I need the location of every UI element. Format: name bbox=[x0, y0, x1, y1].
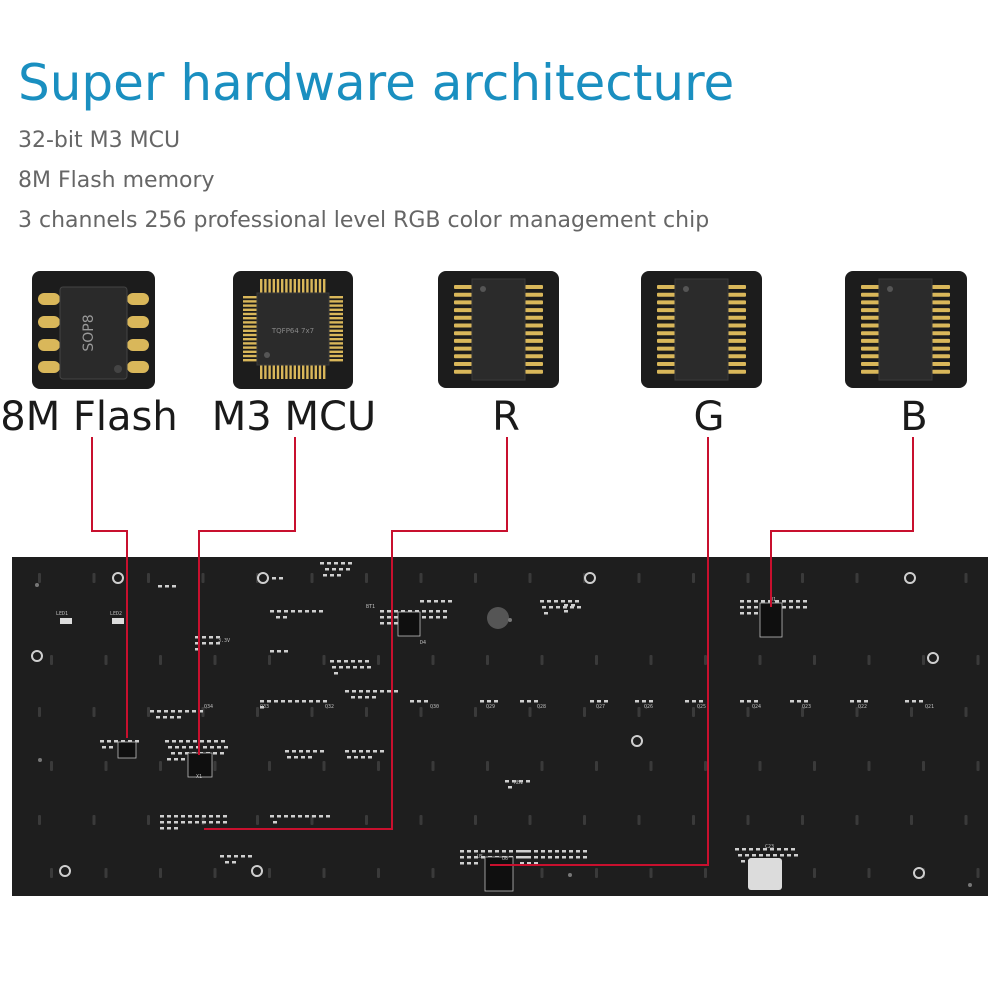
key-switch-marks bbox=[38, 573, 980, 878]
silkscreen-label: LED2 bbox=[110, 611, 122, 617]
connector-mcu bbox=[198, 437, 296, 755]
label-8m-flash: 8M Flash bbox=[0, 394, 178, 440]
pcb-components bbox=[60, 562, 923, 892]
page-title: Super hardware architecture bbox=[18, 54, 735, 112]
silkscreen-label: LED1 bbox=[56, 611, 68, 617]
feature-rgb-chip: 3 channels 256 professional level RGB co… bbox=[18, 208, 710, 233]
label-g: G bbox=[693, 394, 725, 440]
mcu-package-text: TQFP64 7x7 bbox=[271, 327, 314, 335]
mcu-chip-image: TQFP64 7x7 bbox=[233, 271, 353, 389]
silkscreen-label: Q24 bbox=[752, 704, 761, 710]
silkscreen-label: Q29 bbox=[486, 704, 495, 710]
connector-flash bbox=[91, 437, 128, 738]
silkscreen-label: C23 bbox=[765, 844, 774, 850]
flash-package-text: SOP8 bbox=[81, 314, 97, 351]
connector-lines bbox=[91, 437, 914, 866]
silkscreen-label: Q23 bbox=[802, 704, 811, 710]
silkscreen-label: Q33 bbox=[260, 704, 269, 710]
silkscreen-label: Q27 bbox=[596, 704, 605, 710]
flash-chip-image: SOP8 bbox=[32, 271, 155, 389]
silkscreen-label: Q25 bbox=[697, 704, 706, 710]
silkscreen-label: Q34 bbox=[204, 704, 213, 710]
silkscreen-label: Q32 bbox=[325, 704, 334, 710]
silkscreen-label: BT1 bbox=[366, 604, 375, 610]
silkscreen-label: Q22 bbox=[858, 704, 867, 710]
silkscreen-label: Q30 bbox=[430, 704, 439, 710]
silkscreen-label: U6 bbox=[502, 856, 508, 862]
label-r: R bbox=[492, 394, 520, 440]
feature-flash: 8M Flash memory bbox=[18, 168, 215, 193]
label-m3-mcu: M3 MCU bbox=[211, 394, 377, 440]
pcb-board bbox=[12, 557, 988, 896]
silkscreen-label: U1 bbox=[770, 597, 776, 603]
label-b: B bbox=[900, 394, 928, 440]
r-chip-image bbox=[438, 271, 559, 388]
silkscreen-label: Q28 bbox=[537, 704, 546, 710]
silkscreen-label: RB1 bbox=[514, 780, 523, 786]
connector-r bbox=[204, 437, 508, 830]
silkscreen-label: D4 bbox=[420, 640, 426, 646]
g-chip-image bbox=[641, 271, 762, 388]
feature-mcu: 32-bit M3 MCU bbox=[18, 128, 181, 153]
silkscreen-label: U5 bbox=[477, 854, 483, 860]
connector-b bbox=[770, 437, 914, 607]
silkscreen-label: X1 bbox=[196, 774, 202, 780]
b-chip-image bbox=[845, 271, 967, 388]
silkscreen-label: Q21 bbox=[925, 704, 934, 710]
connector-g bbox=[490, 437, 709, 866]
silkscreen-label: Q26 bbox=[644, 704, 653, 710]
mounting-holes bbox=[31, 572, 972, 887]
silkscreen-label: 3.3V bbox=[218, 638, 230, 644]
